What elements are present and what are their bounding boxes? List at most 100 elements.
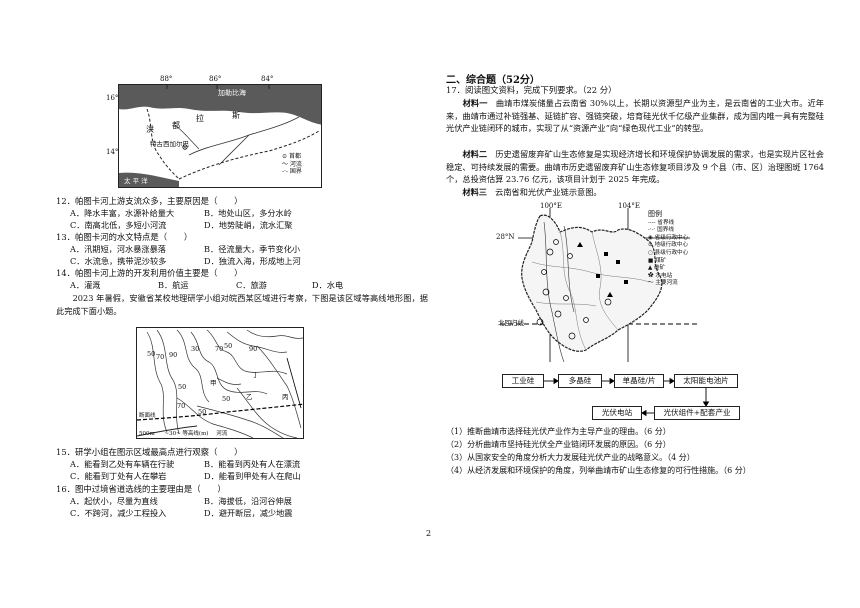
map1-label-du: 都	[172, 121, 180, 130]
contour-num-70b: 70	[215, 345, 224, 353]
honduras-map	[118, 84, 322, 188]
map1-label-la: 拉	[196, 114, 204, 123]
contour-label-road: 断面线	[139, 413, 156, 419]
flow-chart: 工业硅 多晶硅 单晶硅/片 太阳能电池片 光伏组件+配套产业 光伏电站	[500, 372, 748, 428]
map1-label-hong: 洪	[146, 125, 154, 134]
legend-silicon: ▲ 硅矿	[648, 265, 666, 272]
contour-num-70c: 70	[177, 402, 186, 410]
material-2-label: 材料二	[462, 149, 488, 159]
contour-label-jia: 甲	[210, 379, 217, 387]
map1-lat-16: 16°	[106, 94, 119, 102]
flow-monocrystalline: 单晶硅/片	[614, 374, 664, 388]
triangle-icon: ▲	[648, 265, 655, 272]
gear-icon: ✿	[648, 272, 656, 279]
honduras-map-drawing	[119, 85, 321, 187]
material-1-text: 曲靖市煤炭储量占云南省 30%以上，长期以资源型产业为主，是云南省的工业大市。近…	[446, 98, 824, 133]
flow-pv-module: 光伏组件+配套产业	[654, 406, 740, 420]
subq-4: （4）从经济发展和环境保护的角度，列举曲靖市矿山生态修复的可行性措施。（6 分）	[446, 466, 751, 475]
contour-label-ding: 丁	[252, 371, 259, 379]
contour-map	[136, 327, 304, 439]
q14-option-d: D．水电	[312, 280, 344, 290]
square-icon: ■	[648, 257, 656, 264]
legend-title: 图例	[648, 210, 662, 218]
contour-num-50a: 50	[147, 350, 156, 358]
contour-label-bing: 丙	[282, 393, 289, 401]
flow-solar-cell: 太阳能电池片	[674, 374, 738, 388]
q13-stem: 13．帕图卡河的水文特点是（ ）	[56, 232, 193, 242]
q15-option-b: B．能看到丙处有人在漂流	[204, 459, 301, 469]
map1-label-capital: 特古西加尔巴	[150, 140, 189, 148]
flow-polysilicon: 多晶硅	[558, 374, 602, 388]
contour-legend: 500m ~30~ 等高线(m) 河流	[139, 429, 227, 437]
map1-label-si: 斯	[232, 111, 240, 120]
q16-option-d: D．避开断层，减少地震	[204, 508, 293, 518]
q14-option-c: C．旅游	[236, 280, 267, 290]
contour-num-50d: 50	[198, 408, 207, 416]
map1-lon-86: 86°	[209, 75, 222, 83]
tropic-label: 北回归线	[498, 319, 524, 327]
q13-option-b: B．径流量大，季节变化小	[204, 244, 301, 254]
legend-county-center: ○ 县级行政中心	[648, 249, 689, 256]
yunnan-map-drawing	[500, 208, 700, 363]
material-3: 材料三 云南省和光伏产业链示意图。	[446, 186, 824, 199]
q12-option-c: C．南高北低，多短小河流	[70, 220, 167, 230]
page-number: 2	[426, 529, 432, 538]
capital-icon: ⊙	[282, 153, 289, 160]
q13-option-c: C．水流急，携带泥沙较多	[70, 256, 167, 266]
q14-option-a: A．灌溉	[70, 280, 101, 290]
border-icon: -·-	[282, 168, 290, 175]
q16-option-a: A．起伏小，尽量为直线	[70, 496, 158, 506]
subq-1: （1）推断曲靖市选择硅光伏产业作为主导产业的理由。（6 分）	[446, 427, 671, 436]
flow-industrial-silicon: 工业硅	[502, 374, 544, 388]
circle-dot-icon: ⊙	[648, 242, 655, 249]
map1-lon-88: 88°	[160, 75, 173, 83]
yunnan-map	[500, 202, 700, 363]
yunnan-lon-100: 100°E	[540, 202, 562, 210]
q15-option-d: D．能看到甲处有人在爬山	[204, 471, 301, 481]
legend-city-center: ⊙ 地级行政中心	[648, 242, 689, 249]
contour-num-70a: 70	[156, 353, 165, 361]
q16-stem: 16．图中过境省道选线的主要理由是（ ）	[56, 484, 226, 494]
legend-national-line: -·-· 国界线	[648, 227, 674, 234]
contour-label-yi: 乙	[246, 393, 253, 401]
q12-option-a: A．降水丰富，水源补给量大	[70, 208, 175, 218]
river-legend: 河流	[216, 431, 228, 437]
contour-num-90b: 90	[249, 345, 258, 353]
map1-legend: ⊙ 首都 ～ 河流 -·- 国界	[282, 153, 302, 176]
intro-q15-16: 2023 年暑假，安徽省某校地理研学小组对皖西某区域进行考察，下图是该区域等高线…	[56, 293, 428, 316]
material-1: 材料一 曲靖市煤炭储量占云南省 30%以上，长期以资源型产业为主，是云南省的工业…	[446, 97, 824, 135]
subq-3: （3）从国家安全的角度分析大力发展硅光伏产业的战略意义。（4 分）	[446, 453, 695, 462]
q14-stem: 14．帕图卡河上游的开发利用价值主要是（ ）	[56, 268, 243, 278]
legend-hydro: ✿ 水电站	[648, 272, 673, 279]
legend-province-line: ---- 省界线	[648, 219, 675, 226]
river-icon: ～	[648, 280, 656, 287]
yunnan-lon-104: 104°E	[618, 202, 640, 210]
legend-border: -·- 国界	[282, 168, 302, 175]
contour-line-legend: ~30~ 等高线(m)	[164, 431, 209, 437]
q16-option-b: B．海拔低，沿河谷伸展	[204, 496, 292, 506]
material-3-label: 材料三	[462, 187, 487, 197]
river-icon: ～	[282, 160, 290, 168]
map1-label-caribbean: 加勒比海	[218, 89, 246, 97]
q14-option-b: B．航运	[158, 280, 189, 290]
q16-option-c: C．不跨河，减少工程投入	[70, 508, 167, 518]
map1-lat-14: 14°	[106, 148, 119, 156]
flow-arrows	[544, 377, 710, 417]
contour-map-drawing	[137, 329, 303, 438]
q12-option-b: B．地处山区，多分水岭	[204, 208, 292, 218]
material-2-text: 历史遗留废弃矿山生态修复是实现经济增长和环境保护协调发展的需求，也是实现片区社会…	[446, 149, 824, 184]
contour-num-50e: 50	[222, 395, 231, 403]
double-circle-icon: ◉	[648, 234, 655, 241]
q15-stem: 15．研学小组在图示区域最高点进行观察（ ）	[56, 447, 243, 457]
yunnan-lat-28: 28°N	[496, 233, 515, 241]
contour-num-50c: 50	[178, 383, 187, 391]
legend-capital: ⊙ 首都	[282, 153, 301, 160]
dashed-line-icon: ----	[648, 219, 658, 226]
section-title: 二、综合题（52分）	[446, 75, 540, 86]
q15-option-a: A．能看到乙处有车辆在行驶	[70, 459, 175, 469]
legend-river: ～ 主要河流	[648, 280, 678, 287]
legend-province-center: ◉ 省级行政中心	[648, 234, 689, 241]
scale-bar-label: 500m	[139, 431, 155, 437]
q13-option-a: A．汛期短，河水暴涨暴落	[70, 244, 166, 254]
